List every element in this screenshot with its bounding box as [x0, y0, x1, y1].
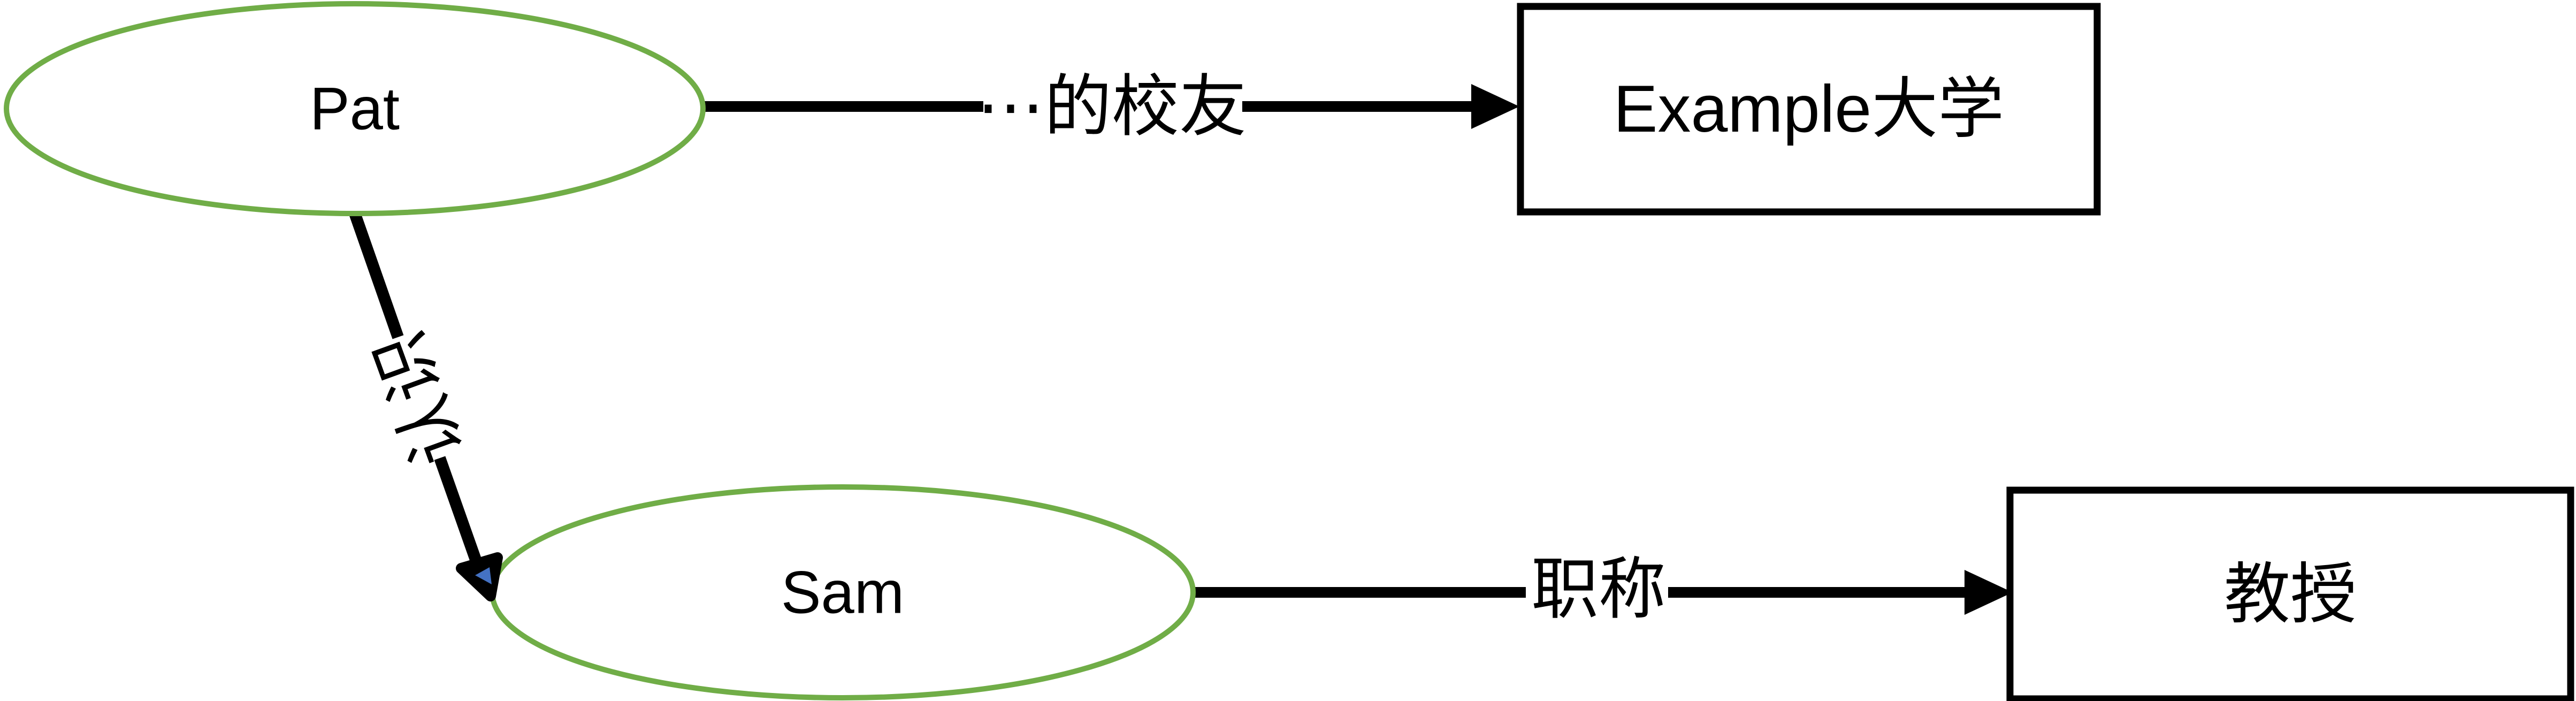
knows-edge-line-upper [347, 207, 404, 339]
node-example-university-box [1517, 3, 2101, 216]
knows-edge-line-lower [434, 456, 487, 577]
node-professor-label: 教授 [2224, 558, 2357, 631]
edge-labels-layer: ⋯的校友 职称 认识 [357, 69, 1666, 627]
knows-edge-label-background [357, 326, 480, 471]
node-sam-label: Sam [781, 559, 904, 626]
node-example-university-label: Example大学 [1614, 72, 2004, 146]
nodes-layer: Pat Sam Example大学 教授 [4, 1, 2574, 701]
job-title-edge-arrowhead [1965, 570, 2013, 615]
edges-layer [347, 101, 1969, 598]
node-pat-ellipse [4, 1, 706, 216]
node-pat-label: Pat [310, 75, 400, 142]
knows-edge-arrowhead-fill [475, 567, 492, 584]
arrowheads-layer [456, 84, 2013, 615]
node-professor-box [2006, 486, 2574, 701]
job-title-edge-label: 职称 [1531, 552, 1666, 627]
alumni-edge-label: ⋯的校友 [977, 69, 1247, 144]
alumni-edge-arrowhead [1471, 84, 1519, 129]
